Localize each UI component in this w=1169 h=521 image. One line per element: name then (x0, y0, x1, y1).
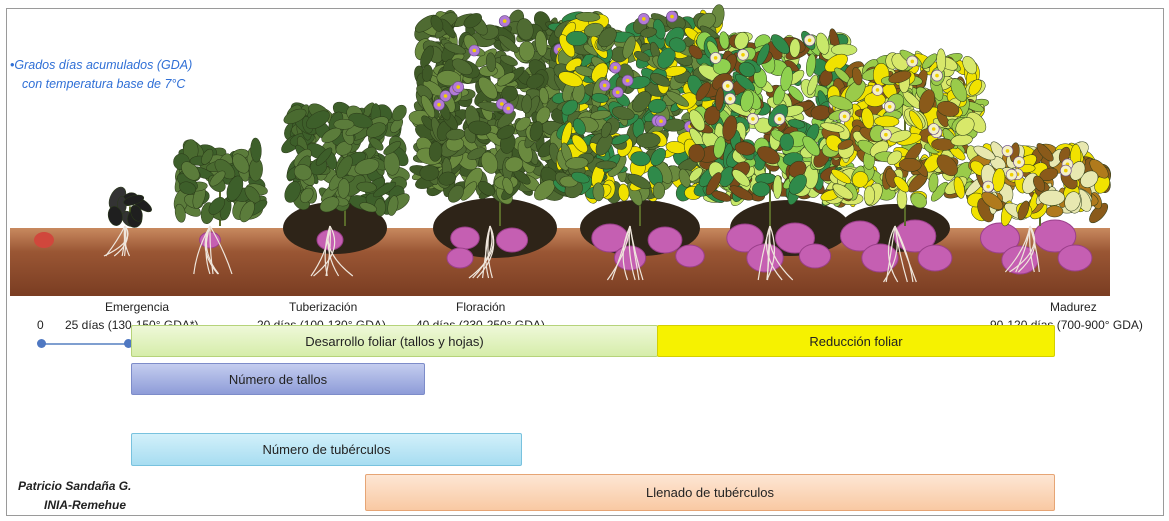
leaf (566, 31, 587, 46)
tuber (747, 244, 783, 272)
flower-center (1064, 169, 1068, 173)
flower-center (616, 91, 620, 95)
seed-tuber (34, 232, 54, 248)
tuber (918, 245, 952, 271)
flower-center (444, 94, 448, 98)
milestone-emergencia-name: Emergencia (105, 300, 169, 314)
flower-center (884, 133, 888, 137)
author-credit: Patricio Sandaña G. INIA-Remehue (18, 477, 131, 515)
flower-center (751, 117, 755, 121)
leaf (831, 44, 857, 56)
flower-center (1017, 160, 1021, 164)
crop-growth-illustration (0, 0, 1169, 300)
bar-desarrollo-foliar: Desarrollo foliar (tallos y hojas) (131, 325, 658, 357)
milestone-madurez-name: Madurez (1050, 300, 1097, 314)
flower-center (778, 117, 782, 121)
flower-center (1010, 173, 1014, 177)
timeline-dot-start (37, 339, 46, 348)
flower-center (503, 19, 507, 23)
gda-note: •Grados días acumulados (GDA) con temper… (10, 56, 192, 94)
tuber (648, 227, 682, 253)
tuber (447, 248, 473, 268)
leaf (1039, 190, 1065, 206)
flower-center (888, 105, 892, 109)
flower-center (456, 85, 460, 89)
flower-center (603, 84, 607, 88)
tuber (1058, 245, 1092, 271)
flower-center (1006, 149, 1010, 153)
flower-center (659, 119, 663, 123)
flower-center (437, 103, 441, 107)
tuber (862, 244, 898, 272)
tuber (799, 244, 830, 268)
leaf (420, 165, 439, 181)
flower-center (911, 60, 915, 64)
flower-center (670, 15, 674, 19)
leaf (334, 119, 354, 129)
gda-note-line1: •Grados días acumulados (GDA) (10, 56, 192, 75)
flower-center (626, 79, 630, 83)
leaf (780, 133, 794, 150)
flower-center (500, 102, 504, 106)
flower-center (473, 49, 477, 53)
flower-center (935, 74, 939, 78)
flower-center (642, 17, 646, 21)
author-org: INIA-Remehue (18, 496, 131, 515)
soil-mound (433, 198, 557, 258)
flower-center (614, 66, 618, 70)
leaf (1046, 206, 1063, 217)
bar-numero-tallos: Número de tallos (131, 363, 425, 395)
leaf (596, 161, 617, 170)
flower-center (714, 56, 718, 60)
leaf (653, 182, 665, 199)
tuber (676, 245, 705, 267)
tuber (496, 228, 527, 252)
bar-numero-tuberculos: Número de tubérculos (131, 433, 522, 466)
flower-center (843, 115, 847, 119)
leaf (773, 175, 782, 199)
bar-llenado-tuberculos: Llenado de tubérculos (365, 474, 1055, 511)
milestone-tuberizacion-name: Tuberización (289, 300, 357, 314)
milestone-zero-label: 0 (37, 318, 44, 332)
flower-center (726, 84, 730, 88)
flower-center (986, 185, 990, 189)
flower-center (808, 39, 812, 43)
flower-center (932, 127, 936, 131)
flower-center (876, 88, 880, 92)
milestone-floracion-name: Floración (456, 300, 505, 314)
tuber (451, 227, 480, 249)
flower-center (741, 53, 745, 57)
leaf (864, 186, 875, 205)
flower-center (507, 107, 511, 111)
leaf (593, 183, 605, 201)
author-name: Patricio Sandaña G. (18, 477, 131, 496)
flower-center (728, 97, 732, 101)
leaf (936, 49, 946, 73)
bar-reduccion-foliar: Reducción foliar (657, 325, 1055, 357)
gda-note-line2: con temperatura base de 7°C (10, 75, 192, 94)
